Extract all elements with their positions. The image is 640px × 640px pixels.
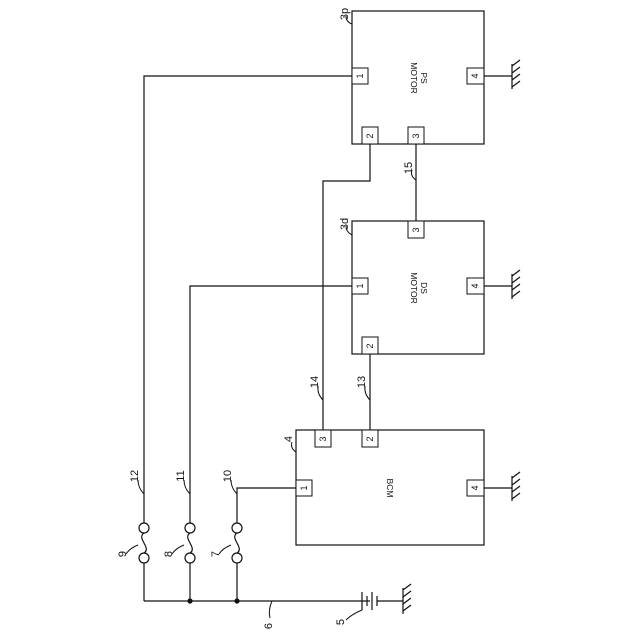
ps-pin-1-label: 1 [355,73,365,78]
bcm-pin-4-label: 4 [470,485,480,490]
ps-pin-3-label: 3 [411,133,421,138]
ground-symbol-ps [512,60,520,89]
ref-13: 13 [356,376,368,388]
ref-leader-6 [269,601,272,618]
ref-10: 10 [222,470,234,482]
ref-14: 14 [309,376,321,388]
ground-symbol-ds [512,270,520,299]
ref-9: 9 [117,551,129,557]
bcm-pin-1-label: 1 [299,485,309,490]
ref-3d: 3d [339,218,351,230]
fuse-ds [185,523,195,563]
ds-pin-4-label: 4 [470,283,480,288]
ds-pin-3-label: 3 [411,227,421,232]
ds-pin-1-label: 1 [355,283,365,288]
ref-5: 5 [335,619,347,625]
svg-text:PS: PS [419,72,429,84]
ref-6: 6 [263,623,275,629]
bcm-label: BCM [385,479,395,498]
ref-leader-5 [346,610,362,620]
svg-text:MOTOR: MOTOR [409,272,419,303]
junction-dot [187,598,192,603]
svg-text:MOTOR: MOTOR [409,62,419,93]
ref-7: 7 [210,551,222,557]
ref-15: 15 [403,162,415,174]
ground-symbol-bcm [512,472,520,501]
ref-4: 4 [283,436,295,442]
ref-12: 12 [129,470,141,482]
fuse-ps [139,523,149,563]
bcm-pin-2-label: 2 [365,436,375,441]
svg-text:DS: DS [419,282,429,294]
ref-3p: 3p [339,8,351,20]
bcm-pin-3-label: 3 [318,436,328,441]
ref-11: 11 [175,470,187,481]
ds-pin-2-label: 2 [365,343,375,348]
ps-pin-4-label: 4 [470,73,480,78]
fuse-bcm [232,523,242,563]
junction-dot [234,598,239,603]
ref-leader-4 [292,442,297,452]
wire-10 [237,488,296,523]
ps-pin-2-label: 2 [365,133,375,138]
ref-8: 8 [163,551,175,557]
ground-symbol-battery [403,584,411,614]
